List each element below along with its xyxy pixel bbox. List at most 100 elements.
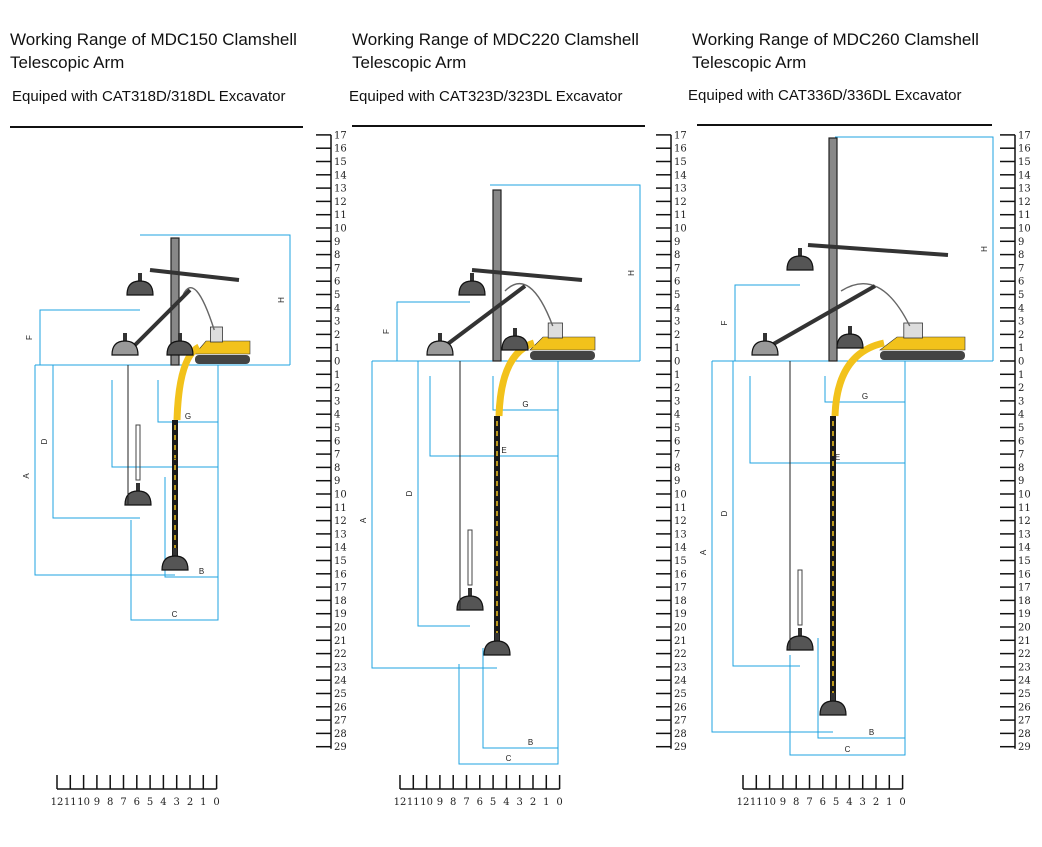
scale-label: 3: [334, 317, 340, 328]
scale-label: 1: [543, 797, 549, 808]
scale-label: 2: [334, 383, 340, 394]
grab-bucket: [458, 280, 486, 296]
grab-hanger: [798, 248, 802, 258]
scale-label: 29: [334, 742, 347, 753]
scale-label: 27: [674, 716, 687, 727]
grab-hanger: [763, 333, 767, 343]
scale-label: 15: [674, 556, 687, 567]
dimension-h: [490, 184, 641, 361]
panel-2-title: Working Range of MDC220 Clamshell Telesc…: [352, 28, 639, 74]
scale-label: 11: [674, 503, 687, 514]
scale-label: 5: [833, 797, 839, 808]
scale-label: 1: [674, 370, 680, 381]
scale-label: 11: [334, 503, 347, 514]
scale-label: 2: [674, 330, 680, 341]
dimension-label-d: D: [720, 510, 729, 516]
scale-label: 5: [1018, 423, 1024, 434]
dimension-label-d: D: [40, 438, 49, 444]
scale-label: 5: [674, 423, 680, 434]
dimension-a: [34, 365, 175, 576]
scale-label: 18: [334, 596, 347, 607]
telescopic-arm-raised: [492, 189, 502, 362]
excavator-body: [529, 336, 596, 351]
scale-label: 7: [1018, 450, 1024, 461]
scale-label: 9: [674, 237, 680, 248]
clamshell-grab: [483, 633, 511, 656]
scale-label: 7: [334, 450, 340, 461]
scale-label: 9: [437, 797, 443, 808]
scale-label: 10: [1018, 490, 1031, 501]
scale-label: 8: [674, 463, 680, 474]
scale-label: 8: [674, 250, 680, 261]
scale-label: 6: [674, 436, 680, 447]
scale-label: 7: [1018, 263, 1024, 274]
scale-label: 16: [334, 144, 347, 155]
dimension-d: [417, 361, 470, 627]
dimension-label-a: A: [22, 473, 31, 479]
scale-label: 15: [674, 157, 687, 168]
scale-label: 4: [334, 410, 340, 421]
scale-label: 16: [674, 569, 687, 580]
scale-label: 3: [517, 797, 523, 808]
scale-label: 2: [1018, 330, 1024, 341]
scale-label: 6: [820, 797, 826, 808]
dimension-label-e: E: [172, 457, 177, 466]
dimension-label-e: E: [501, 446, 506, 455]
vertical-scale: 1716151413121110987654321012345678910111…: [656, 130, 687, 753]
dimension-c: [458, 361, 559, 765]
scale-label: 11: [407, 797, 420, 808]
panel-3-diagram: 1716151413121110987654321012345678910111…: [697, 124, 1031, 808]
grab-bucket: [111, 340, 139, 356]
grab-bucket: [456, 595, 484, 611]
scale-label: 12: [394, 797, 407, 808]
scale-label: 5: [334, 290, 340, 301]
scale-label: 20: [334, 623, 347, 634]
dimension-label-b: B: [199, 567, 204, 576]
scale-label: 10: [1018, 224, 1031, 235]
scale-label: 14: [334, 170, 347, 181]
grab-hanger: [495, 633, 499, 643]
scale-label: 16: [1018, 144, 1031, 155]
excavator-body: [879, 336, 966, 351]
arm-inclined-position: [769, 284, 876, 348]
clamshell-grab: [786, 248, 814, 271]
scale-label: 6: [334, 436, 340, 447]
scale-label: 11: [750, 797, 763, 808]
scale-label: 9: [334, 237, 340, 248]
scale-label: 2: [530, 797, 536, 808]
scale-label: 29: [1018, 742, 1031, 753]
dimension-label-g: G: [862, 392, 868, 401]
excavator-tracks: [880, 351, 965, 360]
scale-label: 15: [1018, 556, 1031, 567]
dimension-label-g: G: [185, 412, 191, 421]
scale-label: 1: [200, 797, 206, 808]
scale-label: 15: [334, 556, 347, 567]
clamshell-grab: [166, 333, 194, 356]
scale-label: 6: [477, 797, 483, 808]
grab-bucket: [166, 340, 194, 356]
grab-bucket: [501, 335, 529, 351]
grab-cable: [467, 529, 473, 586]
excavator-cab: [547, 322, 563, 339]
grab-hanger: [848, 326, 852, 336]
scale-label: 5: [147, 797, 153, 808]
title-line-2: Telescopic Arm: [692, 53, 807, 72]
panel-3-title: Working Range of MDC260 Clamshell Telesc…: [692, 28, 979, 74]
vertical-scale: 1716151413121110987654321012345678910111…: [1000, 130, 1031, 753]
dimension-label-d: D: [405, 490, 414, 496]
scale-label: 7: [463, 797, 469, 808]
scale-label: 21: [334, 636, 347, 647]
scale-label: 5: [334, 423, 340, 434]
grab-bucket: [836, 333, 864, 349]
scale-label: 3: [674, 396, 680, 407]
scale-label: 9: [1018, 237, 1024, 248]
scale-label: 17: [334, 130, 347, 141]
scale-label: 13: [674, 529, 687, 540]
scale-label: 1: [1018, 343, 1024, 354]
scale-label: 8: [1018, 250, 1024, 261]
scale-label: 15: [334, 157, 347, 168]
scale-label: 3: [174, 797, 180, 808]
arm-horizontal-position: [807, 243, 949, 257]
dimension-label-a: A: [699, 549, 708, 555]
dimension-label-f: F: [25, 335, 34, 340]
